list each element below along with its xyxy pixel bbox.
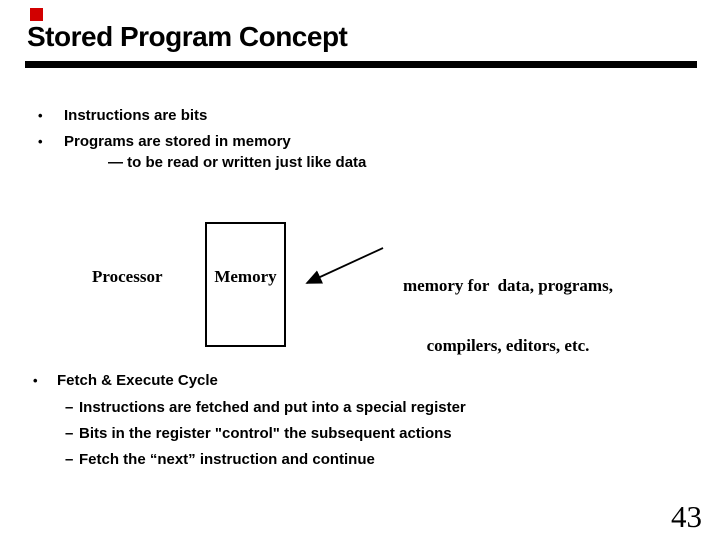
page-title: Stored Program Concept: [27, 21, 348, 52]
bullet-text: Fetch & Execute Cycle: [57, 372, 218, 389]
memory-annotation-line1: memory for data, programs,: [403, 276, 613, 295]
subbullet-text: Bits in the register "control" the subse…: [79, 425, 452, 442]
title-divider: [25, 61, 697, 68]
subbullet-fetched-register: –Instructions are fetched and put into a…: [65, 398, 466, 417]
memory-label: Memory: [214, 267, 277, 286]
bullet-instructions-are-bits: • Instructions are bits: [38, 106, 207, 125]
bullet-dot-icon: •: [33, 373, 38, 388]
processor-label: Processor: [92, 267, 163, 286]
dash-marker-icon: –: [65, 399, 74, 416]
subbullet-text: Instructions are fetched and put into a …: [79, 399, 466, 416]
memory-annotation: memory for data, programs, compilers, ed…: [390, 236, 626, 396]
subbullet-bits-control: –Bits in the register "control" the subs…: [65, 424, 452, 443]
dash-marker-icon: –: [65, 451, 74, 468]
bullet-text: Instructions are bits: [64, 107, 208, 124]
bullet-subline-read-written: — to be read or written just like data: [108, 154, 367, 171]
bullet-fetch-execute-cycle: • Fetch & Execute Cycle: [33, 371, 218, 390]
bullet-text: Programs are stored in memory: [64, 133, 291, 150]
bullet-dot-icon: •: [38, 108, 43, 123]
page-number: 43: [671, 499, 702, 534]
memory-box: [205, 222, 286, 347]
subbullet-fetch-next: –Fetch the “next” instruction and contin…: [65, 450, 375, 469]
bullet-programs-stored: • Programs are stored in memory: [38, 132, 291, 151]
subbullet-text: Fetch the “next” instruction and continu…: [79, 451, 375, 468]
memory-annotation-line2: compilers, editors, etc.: [426, 336, 590, 355]
annotation-arrow-icon: [305, 247, 384, 284]
bullet-dot-icon: •: [38, 134, 43, 149]
red-square-decoration: [30, 8, 43, 21]
dash-marker-icon: –: [65, 425, 74, 442]
